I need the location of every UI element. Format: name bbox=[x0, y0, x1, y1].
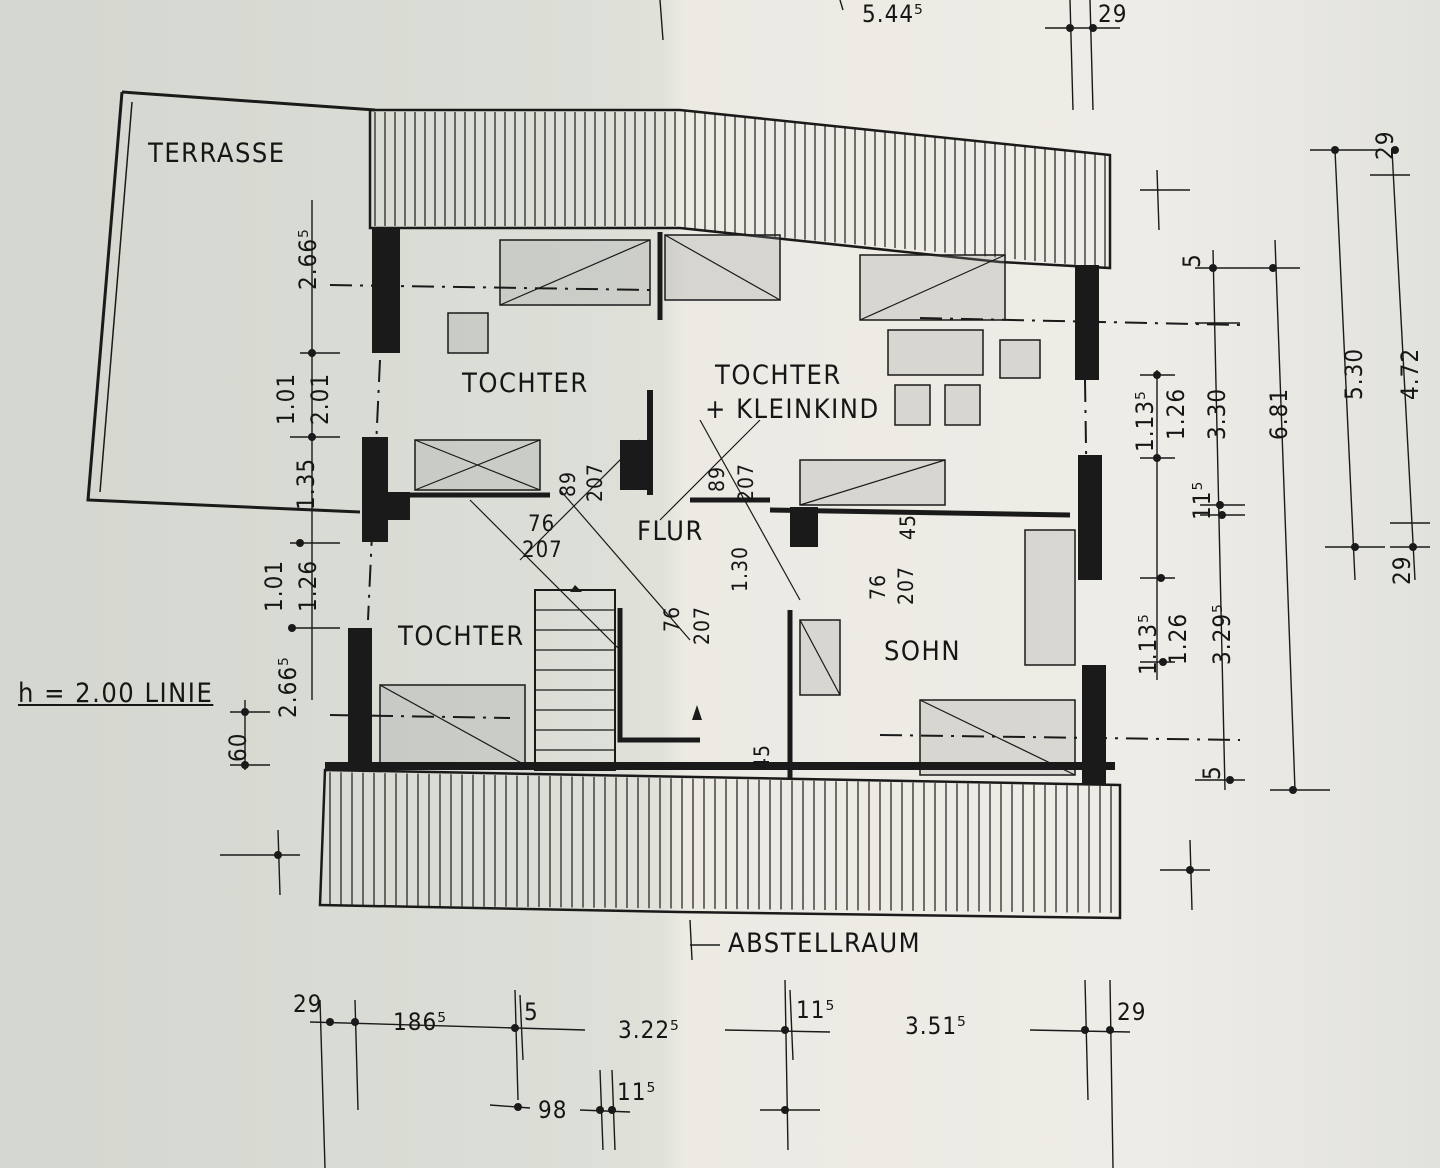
dim-right: 29 bbox=[1371, 130, 1399, 160]
dim-door: 45 bbox=[896, 513, 920, 540]
dim-door: 207 bbox=[734, 462, 758, 502]
dim-door: 45 bbox=[750, 743, 774, 770]
dim-door: 207 bbox=[522, 538, 563, 563]
dim-right: 5 bbox=[1178, 253, 1206, 268]
dim-top-width: 5.44⁵ bbox=[862, 0, 924, 28]
room-label-tochter-1: TOCHTER bbox=[462, 368, 589, 399]
dim-bottom: 29 bbox=[1117, 998, 1147, 1026]
room-label-tochter-2: TOCHTER bbox=[398, 621, 525, 652]
dim-right: 11⁵ bbox=[1188, 480, 1216, 520]
dim-bottom: 11⁵ bbox=[617, 1078, 657, 1106]
room-label-tochter-kleinkind-line2: + KLEINKIND bbox=[705, 394, 880, 425]
dim-left: 2.66⁵ bbox=[274, 656, 302, 718]
dim-left: 2.01 bbox=[306, 372, 334, 425]
dim-bottom: 11⁵ bbox=[796, 996, 836, 1024]
dim-door: 207 bbox=[894, 565, 918, 605]
dim-right: 3.29⁵ bbox=[1208, 603, 1236, 665]
dim-door: 89 bbox=[705, 465, 729, 492]
dim-bottom: 98 bbox=[538, 1096, 568, 1124]
dim-right: 1.13⁵ bbox=[1134, 613, 1162, 675]
dim-bottom: 5 bbox=[524, 998, 539, 1026]
dim-left: 2.66⁵ bbox=[294, 228, 322, 290]
dim-door: 89 bbox=[556, 470, 580, 497]
dim-right: 29 bbox=[1388, 555, 1416, 585]
dim-door: 76 bbox=[866, 573, 890, 600]
dim-bottom: 29 bbox=[293, 990, 323, 1018]
dim-right: 5.30 bbox=[1340, 347, 1368, 400]
dim-left: 1.26 bbox=[294, 559, 322, 612]
dim-right: 1.13⁵ bbox=[1131, 390, 1159, 452]
dim-right: 5 bbox=[1198, 765, 1226, 780]
room-label-flur: FLUR bbox=[637, 516, 704, 547]
dim-right: 6.81 bbox=[1265, 387, 1293, 440]
dim-left: 1.01 bbox=[260, 559, 288, 612]
dim-bottom: 3.51⁵ bbox=[905, 1012, 967, 1040]
dim-left: 1.01 bbox=[272, 372, 300, 425]
room-label-tochter-kleinkind-line1: TOCHTER bbox=[715, 360, 842, 391]
dim-left: 60 bbox=[224, 732, 252, 762]
dim-top-29: 29 bbox=[1098, 0, 1128, 28]
dim-left: 1.35 bbox=[292, 457, 320, 510]
dim-bottom: 186⁵ bbox=[393, 1008, 447, 1036]
dim-door: 76 bbox=[528, 512, 556, 537]
dim-right: 1.26 bbox=[1164, 612, 1192, 665]
room-label-terrasse: TERRASSE bbox=[148, 138, 286, 169]
dim-door: 207 bbox=[690, 605, 714, 645]
h-line-annotation: h = 2.00 LINIE bbox=[18, 678, 214, 709]
room-label-sohn: SOHN bbox=[884, 636, 961, 667]
dim-right: 4.72 bbox=[1396, 347, 1424, 400]
dim-right: 1.26 bbox=[1162, 387, 1190, 440]
dim-door: 76 bbox=[660, 605, 684, 632]
room-label-abstellraum: ABSTELLRAUM bbox=[728, 928, 922, 959]
dim-door: 1.30 bbox=[728, 545, 752, 592]
dim-right: 3.30 bbox=[1203, 387, 1231, 440]
dim-bottom: 3.22⁵ bbox=[618, 1016, 680, 1044]
dim-door: 207 bbox=[583, 462, 607, 502]
